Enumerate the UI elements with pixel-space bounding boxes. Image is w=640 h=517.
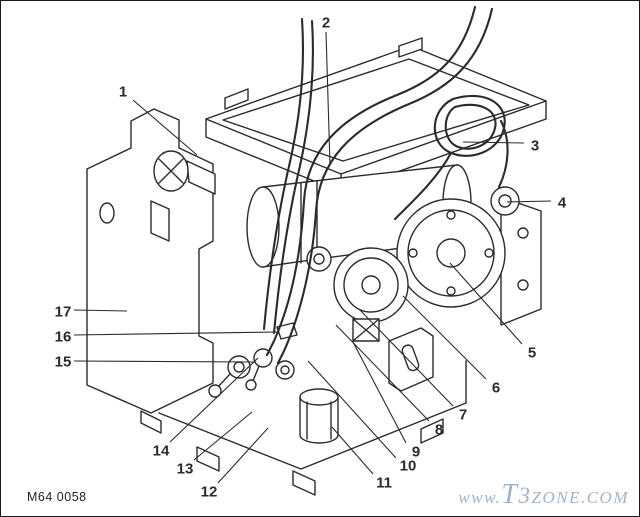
watermark-com: .COM: [580, 488, 629, 507]
callout-leader-17: [73, 309, 128, 312]
callout-4: 4: [558, 195, 567, 212]
callout-13: 13: [177, 461, 194, 478]
callout-leader-7: [358, 308, 454, 407]
callout-1: 1: [119, 84, 127, 101]
solenoid-drawing: [333, 247, 409, 342]
callout-9: 9: [412, 444, 420, 461]
top-frame-drawing: [205, 37, 547, 193]
callout-16: 16: [55, 329, 72, 346]
callout-leader-4: [506, 200, 552, 203]
callout-leader-9: [352, 341, 407, 444]
sensor-drawing: [276, 246, 332, 340]
callout-leader-11: [331, 426, 374, 475]
callout-3: 3: [531, 138, 539, 155]
callout-leader-3: [462, 141, 525, 144]
motor-drawing: [396, 198, 506, 308]
watermark-three: 3: [518, 483, 532, 508]
callout-15: 15: [55, 354, 72, 371]
callout-2: 2: [322, 15, 330, 32]
watermark-t: T: [501, 479, 519, 510]
canister-drawing: [299, 388, 339, 444]
callout-7: 7: [459, 407, 467, 424]
callout-leader-13: [193, 411, 253, 461]
callout-8: 8: [435, 422, 443, 439]
callout-leader-5: [449, 262, 523, 345]
callout-14: 14: [153, 443, 170, 460]
callout-6: 6: [492, 380, 500, 397]
callout-leader-6: [402, 295, 487, 380]
slot-bracket-drawing: [388, 327, 434, 392]
mounting-bracket-drawing: [86, 108, 214, 434]
callout-11: 11: [376, 475, 392, 492]
watermark-zone: ZONE: [531, 488, 581, 507]
callout-leader-12: [217, 427, 269, 484]
callout-12: 12: [201, 484, 218, 501]
watermark-www: www.: [458, 488, 502, 507]
hoses-drawing: [262, 5, 509, 365]
callout-leader-15: [73, 360, 256, 363]
callout-leader-16: [73, 331, 279, 336]
callout-leader-2: [325, 31, 331, 166]
callout-17: 17: [55, 304, 72, 321]
right-bracket-drawing: [500, 196, 542, 326]
callout-leader-10: [307, 360, 397, 459]
callout-5: 5: [528, 345, 536, 362]
callout-leader-14: [169, 357, 259, 443]
connector-drawing: [153, 150, 216, 195]
callout-10: 10: [400, 458, 417, 475]
callout-leader-8: [335, 324, 430, 422]
pump-head-drawing: [490, 186, 520, 216]
figure-code: M64 0058: [27, 490, 87, 504]
callout-leader-1: [132, 99, 198, 156]
